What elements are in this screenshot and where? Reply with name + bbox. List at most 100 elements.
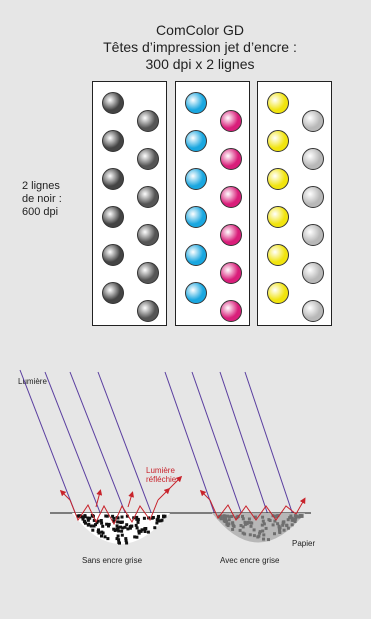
ink-particle — [287, 527, 290, 530]
ink-particle — [262, 538, 265, 541]
ink-particle — [262, 520, 265, 523]
ink-particle — [135, 524, 138, 527]
ink-particle — [291, 517, 294, 520]
ink-particle — [249, 533, 252, 536]
reflection-arrow — [128, 494, 132, 507]
ink-particle — [162, 515, 165, 518]
incident-ray — [98, 372, 152, 515]
ink-particle — [100, 531, 103, 534]
ink-particle — [143, 527, 146, 530]
ink-particle — [243, 533, 246, 536]
ink-particle — [91, 529, 94, 532]
ink-particle — [116, 524, 119, 527]
ink-particle — [130, 525, 133, 528]
paper-label: Papier — [292, 539, 315, 548]
incident-ray — [165, 372, 215, 515]
ink-particle — [281, 524, 284, 527]
ink-particle — [285, 524, 288, 527]
ink-particle — [117, 529, 120, 532]
incident-ray — [192, 372, 242, 515]
ink-particle — [278, 531, 281, 534]
ink-particle — [97, 528, 100, 531]
ink-particle — [133, 535, 136, 538]
ink-particle — [144, 530, 147, 533]
ink-dot-no-gray — [72, 513, 170, 545]
light-label: Lumière — [18, 377, 47, 386]
ink-particle — [157, 515, 160, 518]
ink-particle — [294, 514, 297, 517]
ink-particle — [261, 524, 264, 527]
ink-particle — [157, 519, 160, 522]
reflection-arrow — [96, 492, 100, 507]
ink-particle — [100, 522, 103, 525]
ink-particle — [88, 517, 91, 520]
ink-particle — [111, 515, 114, 518]
incident-ray — [20, 370, 76, 515]
caption-with-gray-ink: Avec encre grise — [220, 556, 280, 565]
ink-particle — [239, 529, 242, 532]
ink-particle — [120, 530, 123, 533]
ink-particle — [294, 518, 297, 521]
ink-particle — [283, 529, 286, 532]
ink-particle — [106, 515, 109, 518]
reflection-arrow — [158, 490, 168, 500]
ink-particle — [137, 518, 140, 521]
ink-particle — [117, 535, 120, 538]
reflection-arrow — [296, 500, 304, 514]
ink-particle — [125, 523, 128, 526]
ink-particle — [287, 518, 290, 521]
ink-particle — [118, 542, 121, 545]
caption-no-gray-ink: Sans encre grise — [82, 556, 143, 565]
ink-particle — [121, 534, 124, 537]
ink-particle — [232, 524, 235, 527]
ink-particle — [143, 517, 146, 520]
ink-particle — [276, 522, 279, 525]
ink-particle — [228, 518, 231, 521]
ink-particle — [261, 530, 264, 533]
ink-particle — [267, 518, 270, 521]
ink-particle — [249, 521, 252, 524]
ink-particle — [253, 528, 256, 531]
incident-rays-right — [165, 372, 293, 515]
ink-particle — [225, 520, 228, 523]
ink-particle — [240, 524, 243, 527]
ink-particle — [147, 531, 150, 534]
ink-particle — [112, 528, 115, 531]
ink-particle — [261, 516, 264, 519]
ink-particle — [104, 535, 107, 538]
ink-particle — [153, 526, 156, 529]
ink-particle — [241, 515, 244, 518]
ink-particle — [87, 524, 90, 527]
ink-particle — [291, 523, 294, 526]
ink-particle — [262, 533, 265, 536]
ink-particle — [273, 532, 276, 535]
ink-particle — [120, 521, 123, 524]
ink-particle — [231, 528, 234, 531]
ink-particle — [224, 516, 227, 519]
ink-particle — [227, 524, 230, 527]
ink-particle — [137, 521, 140, 524]
ink-particle — [282, 520, 285, 523]
ink-particle — [256, 536, 259, 539]
incident-ray — [70, 372, 126, 515]
incident-ray — [220, 372, 268, 515]
ink-particle — [253, 534, 256, 537]
ink-particle — [93, 525, 96, 528]
ink-particle — [272, 523, 275, 526]
ink-particle — [106, 537, 109, 540]
ink-particle — [82, 518, 85, 521]
ink-particle — [267, 538, 270, 541]
ink-particle — [247, 521, 250, 524]
ink-particle — [100, 535, 103, 538]
ink-particle — [107, 525, 110, 528]
ink-particle — [121, 526, 124, 529]
ink-particle — [258, 532, 261, 535]
ink-particle — [121, 516, 124, 519]
reflected-light-label-1: Lumière — [146, 466, 175, 475]
ink-particle — [301, 515, 304, 518]
ink-particle — [100, 519, 103, 522]
ink-particle — [117, 538, 120, 541]
reflected-light-label-2: réfléchie — [146, 475, 177, 484]
incident-ray — [45, 372, 101, 515]
